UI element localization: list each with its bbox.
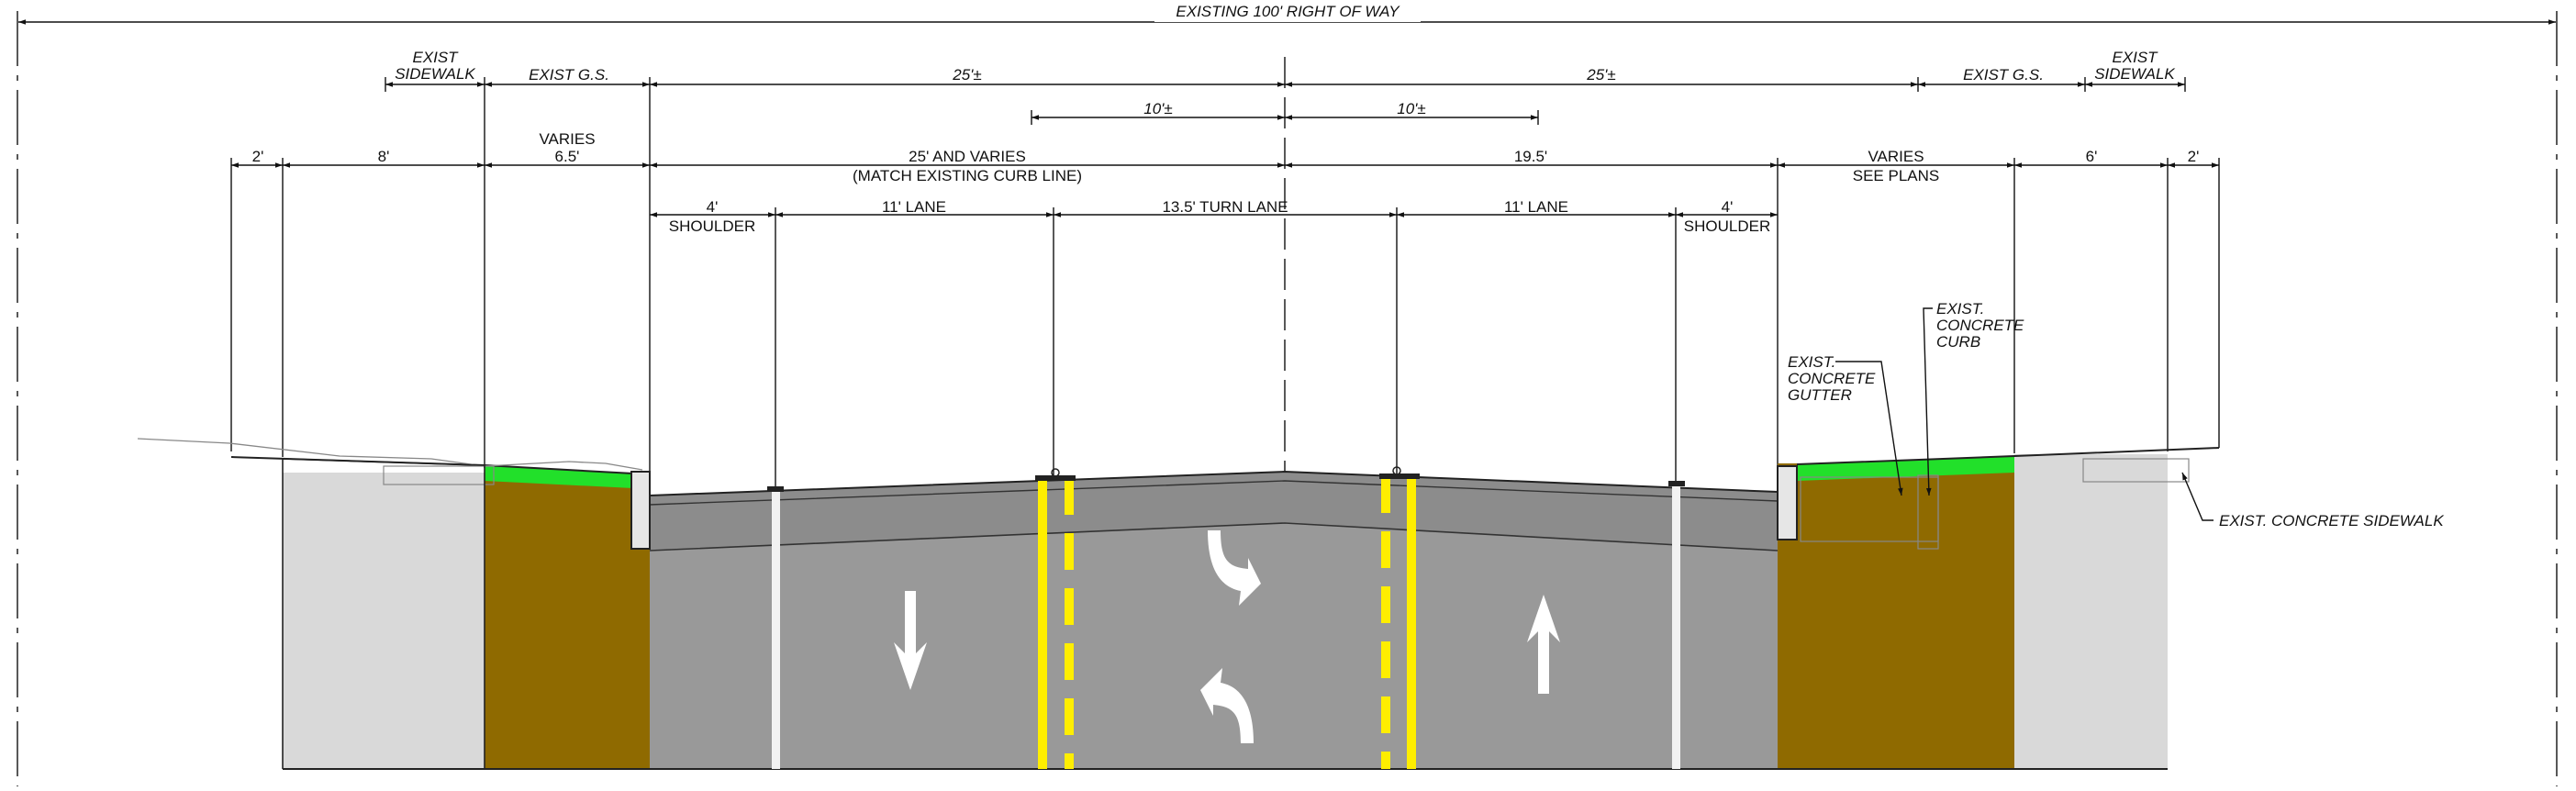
left-existing-sidewalk-outline	[383, 465, 495, 485]
label-lane-right: 11' LANE	[1504, 198, 1568, 216]
left-curb	[630, 471, 651, 550]
right-sidewalk-base	[2014, 454, 2168, 769]
bottom-line	[283, 768, 2168, 770]
callout-sidewalk-text: EXIST. CONCRETE SIDEWALK	[2219, 512, 2444, 529]
yellow-solid-right	[1407, 476, 1416, 769]
pavement-course-line	[649, 480, 1779, 506]
right-existing-ground	[1796, 447, 2220, 465]
direction-arrows	[894, 530, 1560, 743]
label-shoulder-right: SHOULDER	[1684, 217, 1770, 235]
label-195: 19.5'	[1514, 148, 1547, 165]
label-varies-left: VARIES	[539, 130, 595, 148]
pavement-top-line	[649, 470, 1779, 496]
left-grass	[485, 465, 633, 488]
callout-gutter-2: CONCRETE	[1788, 370, 1876, 387]
row-title: EXISTING 100' RIGHT OF WAY	[1176, 3, 1400, 20]
turn-arrow-right-icon	[1208, 530, 1261, 606]
label-lane-left: 11' LANE	[882, 198, 946, 216]
label-right-half: 25'±	[1586, 66, 1616, 84]
left-sidewalk-base	[283, 473, 485, 769]
label-6: 6'	[2086, 148, 2098, 165]
label-25-varies: 25' AND VARIES	[909, 148, 1026, 165]
yellow-solid-left	[1038, 478, 1047, 769]
pavement-surface	[650, 472, 1778, 551]
callout-gutter-3: GUTTER	[1788, 386, 1852, 404]
right-curb	[1777, 465, 1798, 540]
pavement-subbase-line	[649, 522, 1779, 551]
label-varies-right: VARIES	[1868, 148, 1924, 165]
extension-lines	[230, 77, 2220, 490]
label-see-plans: SEE PLANS	[1853, 167, 1940, 184]
turn-arrow-left-icon	[1200, 668, 1254, 743]
label-left-gs: EXIST G.S.	[529, 66, 609, 84]
callout-curb: EXIST. CONCRETE CURB	[1923, 300, 2024, 496]
label-shoulder-left-w: 4'	[707, 198, 719, 216]
stripe-caps	[767, 466, 1685, 492]
label-left-half: 25'±	[952, 66, 982, 84]
label-match-curb: (MATCH EXISTING CURB LINE)	[853, 167, 1082, 184]
left-existing-grade	[137, 438, 643, 471]
callout-curb-3: CURB	[1936, 333, 1980, 351]
white-stripe-left	[772, 490, 780, 769]
label-right-gs: EXIST G.S.	[1963, 66, 2044, 84]
row-title-bg	[1154, 4, 1421, 22]
arrow-up-icon	[1527, 595, 1560, 694]
label-shoulder-left: SHOULDER	[669, 217, 755, 235]
label-65: 6.5'	[555, 148, 580, 165]
right-existing-sidewalk-outline	[2082, 458, 2190, 483]
right-soil	[1778, 463, 2014, 769]
left-sidewalk-outline	[282, 458, 485, 769]
label-turn-lane: 13.5' TURN LANE	[1162, 198, 1288, 216]
label-8: 8'	[378, 148, 390, 165]
label-right-sidewalk-2: SIDEWALK	[2094, 65, 2175, 83]
callout-curb-1: EXIST.	[1936, 300, 1984, 318]
arrow-down-icon	[894, 591, 927, 690]
label-left-10: 10'±	[1143, 100, 1173, 117]
label-right-sidewalk-1: EXIST	[2112, 49, 2158, 66]
callout-curb-2: CONCRETE	[1936, 317, 2024, 334]
label-2-left: 2'	[252, 148, 264, 165]
label-right-10: 10'±	[1397, 100, 1426, 117]
callout-gutter: EXIST. CONCRETE GUTTER	[1788, 353, 1903, 496]
white-stripe-right	[1672, 485, 1680, 769]
callout-gutter-1: EXIST.	[1788, 353, 1835, 371]
label-2-right: 2'	[2188, 148, 2200, 165]
left-soil	[485, 473, 650, 769]
label-left-sidewalk-2: SIDEWALK	[395, 65, 475, 83]
label-left-sidewalk-1: EXIST	[412, 49, 459, 66]
label-shoulder-right-w: 4'	[1722, 198, 1734, 216]
callout-sidewalk: EXIST. CONCRETE SIDEWALK	[2181, 472, 2444, 529]
pavement-base	[650, 523, 1778, 769]
